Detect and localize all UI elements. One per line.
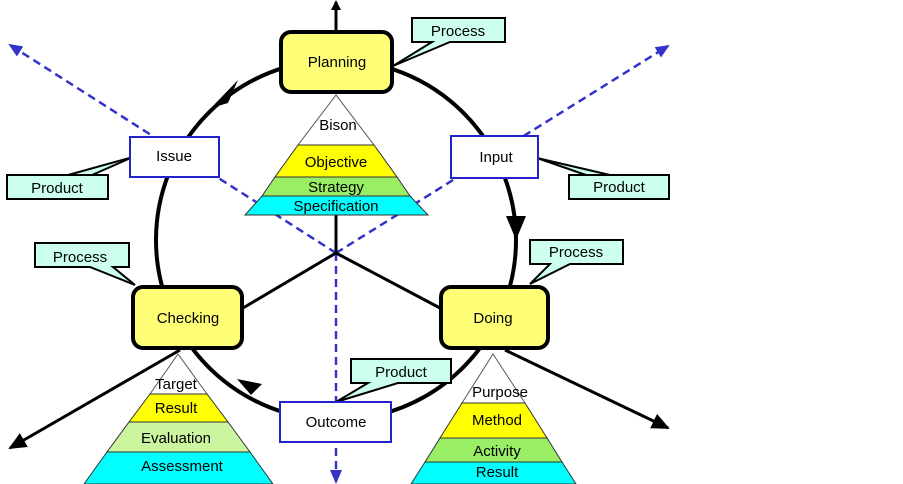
doing-stage[interactable]: Doing	[439, 285, 550, 350]
checking-pyramid: Target Result Evaluation Assessment	[83, 353, 274, 484]
pyramid-label: Target	[155, 376, 198, 393]
doing-label: Doing	[473, 310, 512, 327]
planning-stage[interactable]: Planning	[279, 30, 394, 94]
checking-stage[interactable]: Checking	[131, 285, 244, 350]
pyramid-label: Specification	[293, 198, 378, 215]
callout-label: Product	[593, 179, 646, 196]
planning-label: Planning	[308, 54, 366, 71]
pyramid-label: Objective	[305, 154, 368, 171]
callout-issue-product: Product	[6, 156, 134, 200]
doing-pyramid: Purpose Method Activity Result	[410, 353, 577, 484]
pyramid-label: Result	[155, 400, 198, 417]
callout-planning-process: Process	[392, 17, 506, 67]
input-box[interactable]: Input	[450, 135, 539, 179]
callout-label: Process	[53, 249, 107, 266]
callout-label: Product	[375, 364, 428, 381]
outcome-label: Outcome	[306, 414, 367, 431]
arrow-down-right-from-doing	[504, 348, 670, 430]
pyramid-label: Method	[472, 412, 522, 429]
pyramid-label: Evaluation	[141, 430, 211, 447]
checking-label: Checking	[157, 310, 220, 327]
cycle-arrowhead-upper-left	[211, 80, 238, 108]
planning-pyramid: Bison Objective Strategy Specification	[243, 94, 430, 216]
pyramid-label: Assessment	[141, 458, 224, 475]
callout-checking-process: Process	[34, 242, 136, 286]
callout-outcome-product: Product	[335, 358, 452, 403]
pyramid-label: Result	[476, 464, 519, 481]
callout-label: Process	[549, 244, 603, 261]
pyramid-label: Activity	[473, 443, 521, 460]
callout-doing-process: Process	[529, 239, 624, 285]
pyramid-level-4	[410, 461, 577, 484]
issue-label: Issue	[156, 148, 192, 165]
pyramid-level-4	[83, 451, 274, 484]
pyramid-level-4	[243, 195, 430, 216]
spoke-to-checking	[242, 251, 337, 310]
issue-box[interactable]: Issue	[129, 136, 220, 178]
outcome-box[interactable]: Outcome	[279, 401, 392, 443]
callout-label: Product	[31, 180, 84, 197]
arrow-down-left-from-checking	[8, 348, 181, 450]
callout-input-product: Product	[536, 157, 670, 200]
spoke-to-doing	[335, 251, 441, 310]
input-label: Input	[479, 149, 513, 166]
cycle-arrowhead-right	[506, 216, 526, 240]
pyramid-label: Bison	[319, 117, 357, 134]
cycle-arrowhead-lower-left	[237, 379, 262, 395]
pyramid-label: Strategy	[308, 179, 364, 196]
spokes	[242, 215, 441, 310]
pyramid-label: Purpose	[472, 384, 528, 401]
callout-label: Process	[431, 23, 485, 40]
